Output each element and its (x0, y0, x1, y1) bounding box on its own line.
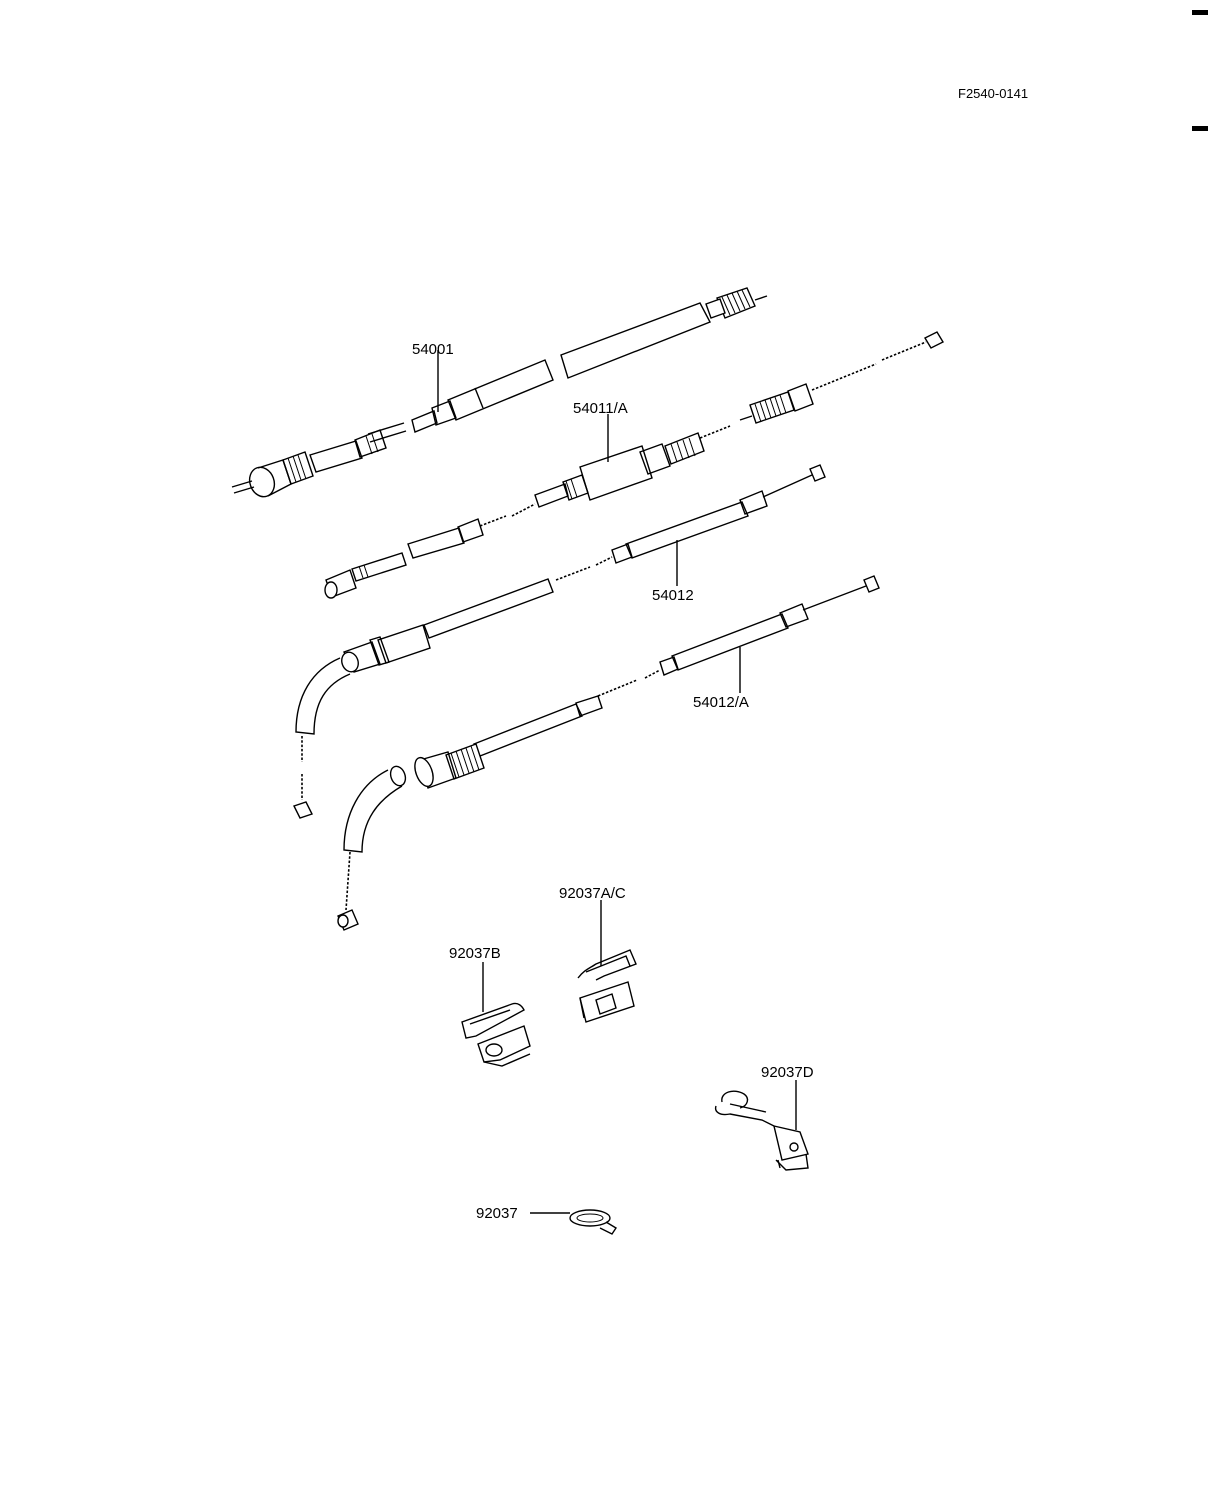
speedometer-cable-54001 (231, 287, 768, 498)
label-92037b: 92037B (449, 945, 501, 962)
clamp-92037d (714, 1090, 809, 1171)
label-92037d: 92037D (761, 1064, 814, 1081)
tachometer-cable-54011a (324, 331, 944, 599)
label-54011a: 54011/A (573, 400, 628, 417)
figure-code: F2540-0141 (958, 86, 1028, 101)
throttle-cable-54012a (337, 575, 880, 931)
throttle-cable-54012 (293, 464, 826, 819)
label-54012a: 54012/A (693, 694, 749, 711)
clamp-92037ac (577, 949, 637, 1023)
edge-mark-top (1192, 10, 1208, 15)
clip-92037 (569, 1209, 617, 1235)
label-54012: 54012 (652, 587, 694, 604)
clamp-92037b (461, 1002, 531, 1067)
edge-mark-bottom (1192, 126, 1208, 131)
label-92037ac: 92037A/C (559, 885, 626, 902)
label-92037: 92037 (476, 1205, 518, 1222)
label-54001: 54001 (412, 341, 454, 358)
